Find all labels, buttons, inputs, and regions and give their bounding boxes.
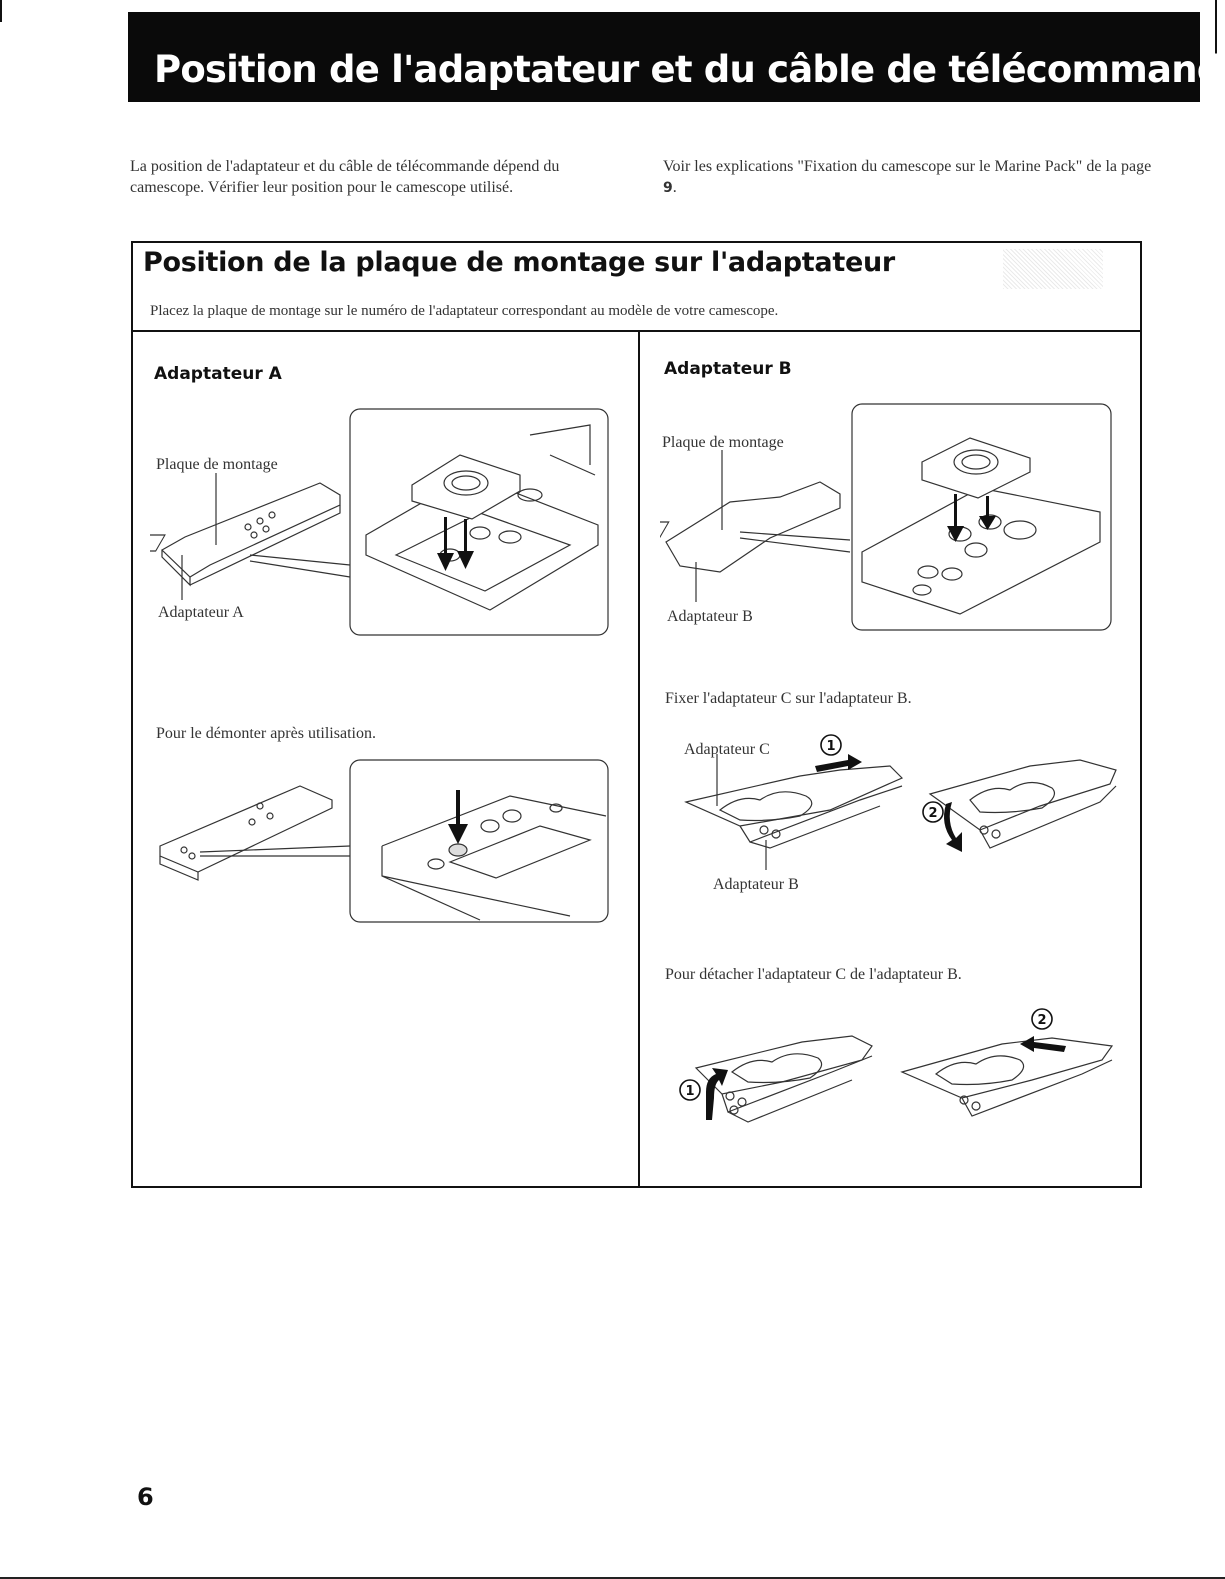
page-reference: 9 (663, 180, 673, 196)
adapter-c-label: Adaptateur C (684, 741, 770, 758)
intro-right-paragraph: Voir les explications "Fixation du cames… (663, 156, 1153, 199)
adapter-a-remove-caption: Pour le démonter après utilisation. (156, 725, 376, 742)
step-circle (679, 1079, 701, 1101)
intro-left-paragraph: La position de l'adaptateur et du câble … (130, 158, 560, 196)
scan-edge-mark (1215, 0, 1217, 80)
adapter-b-heading: Adaptateur B (664, 359, 792, 379)
step-number: 1 (685, 1084, 694, 1099)
intro-right-text: Voir les explications "Fixation du cames… (663, 158, 1152, 175)
page-number: 6 (137, 1483, 154, 1511)
section-header: Position de la plaque de montage sur l'a… (133, 243, 1140, 332)
adapter-a-plate-label: Plaque de montage (156, 456, 278, 473)
adapter-a-heading: Adaptateur A (154, 364, 282, 384)
adapter-a-label: Adaptateur A (158, 604, 244, 621)
adapter-c-detach-illustration: 2 1 (679, 1008, 1114, 1123)
adapter-c-attach-illustration: 1 2 (684, 734, 1117, 870)
step-circle (820, 734, 842, 756)
adapter-a-mounting-illustration (150, 408, 609, 636)
adapter-c-detach-caption: Pour détacher l'adaptateur C de l'adapta… (665, 966, 962, 983)
header-shading (1003, 249, 1103, 289)
step-circle (1031, 1008, 1053, 1030)
section-description: Placez la plaque de montage sur le numér… (150, 303, 779, 319)
adapter-b-mounting-illustration (660, 403, 1112, 631)
adapter-c-attach-caption: Fixer l'adaptateur C sur l'adaptateur B. (665, 690, 912, 707)
adapter-b-plate-label: Plaque de montage (662, 434, 784, 451)
page-title: Position de l'adaptateur et du câble de … (154, 48, 1225, 91)
step-number: 2 (1037, 1013, 1046, 1028)
mounting-plate-section: Position de la plaque de montage sur l'a… (131, 241, 1142, 1188)
step-number: 2 (928, 806, 937, 821)
adapter-b-second-label: Adaptateur B (713, 876, 799, 893)
intro-right-end: . (672, 179, 677, 196)
adapter-b-label: Adaptateur B (667, 608, 753, 625)
scan-edge-mark (0, 0, 2, 22)
column-divider (638, 332, 640, 1188)
step-number: 1 (826, 739, 835, 754)
adapter-a-removal-illustration (159, 759, 609, 923)
section-title: Position de la plaque de montage sur l'a… (143, 247, 895, 278)
scan-edge-mark (0, 1577, 1225, 1579)
step-circle (922, 801, 944, 823)
title-banner: Position de l'adaptateur et du câble de … (128, 12, 1225, 102)
